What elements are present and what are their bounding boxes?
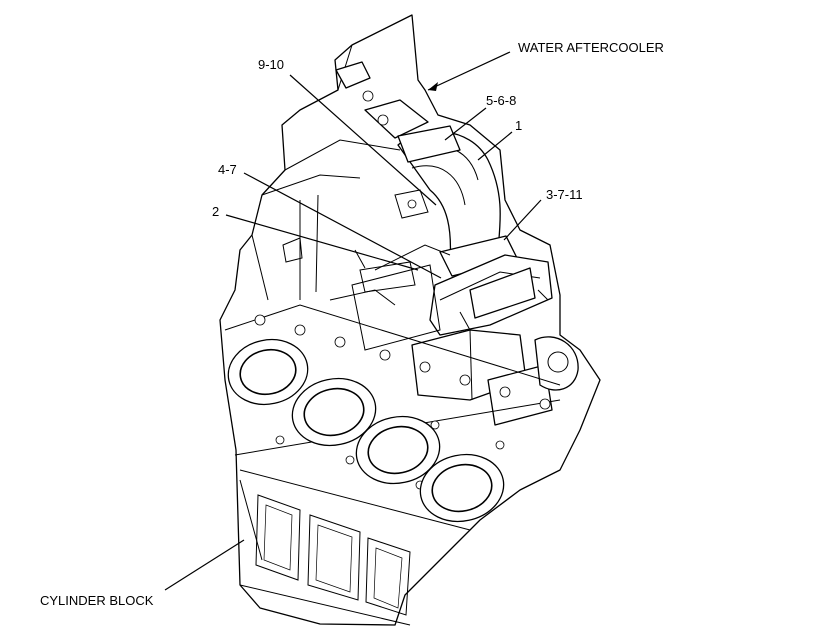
- label-part-4-7: 4-7: [218, 162, 237, 177]
- leader-3-7-11: [503, 199, 542, 241]
- label-part-2: 2: [212, 204, 219, 219]
- leader-2: [225, 214, 419, 271]
- leader-5-6-8: [444, 107, 487, 141]
- cylinder-bores: [227, 338, 505, 523]
- label-water-aftercooler: WATER AFTERCOOLER: [518, 40, 664, 55]
- leader-water-aftercooler: [427, 51, 511, 91]
- leader-9-10: [289, 74, 437, 206]
- callout-labels: WATER AFTERCOOLER 9-10 5-6-8 1 4-7 3-7-1…: [40, 40, 664, 608]
- leader-1: [477, 131, 513, 161]
- engine-block-drawing: [219, 14, 601, 626]
- leader-lines: [164, 51, 542, 591]
- leader-cylinder-block: [164, 539, 245, 591]
- label-part-3-7-11: 3-7-11: [546, 187, 583, 202]
- label-part-9-10: 9-10: [258, 57, 284, 72]
- label-part-5-6-8: 5-6-8: [486, 93, 516, 108]
- leader-4-7: [243, 172, 442, 279]
- crankcase-panels: [239, 479, 411, 626]
- label-part-1: 1: [515, 118, 522, 133]
- label-cylinder-block: CYLINDER BLOCK: [40, 593, 154, 608]
